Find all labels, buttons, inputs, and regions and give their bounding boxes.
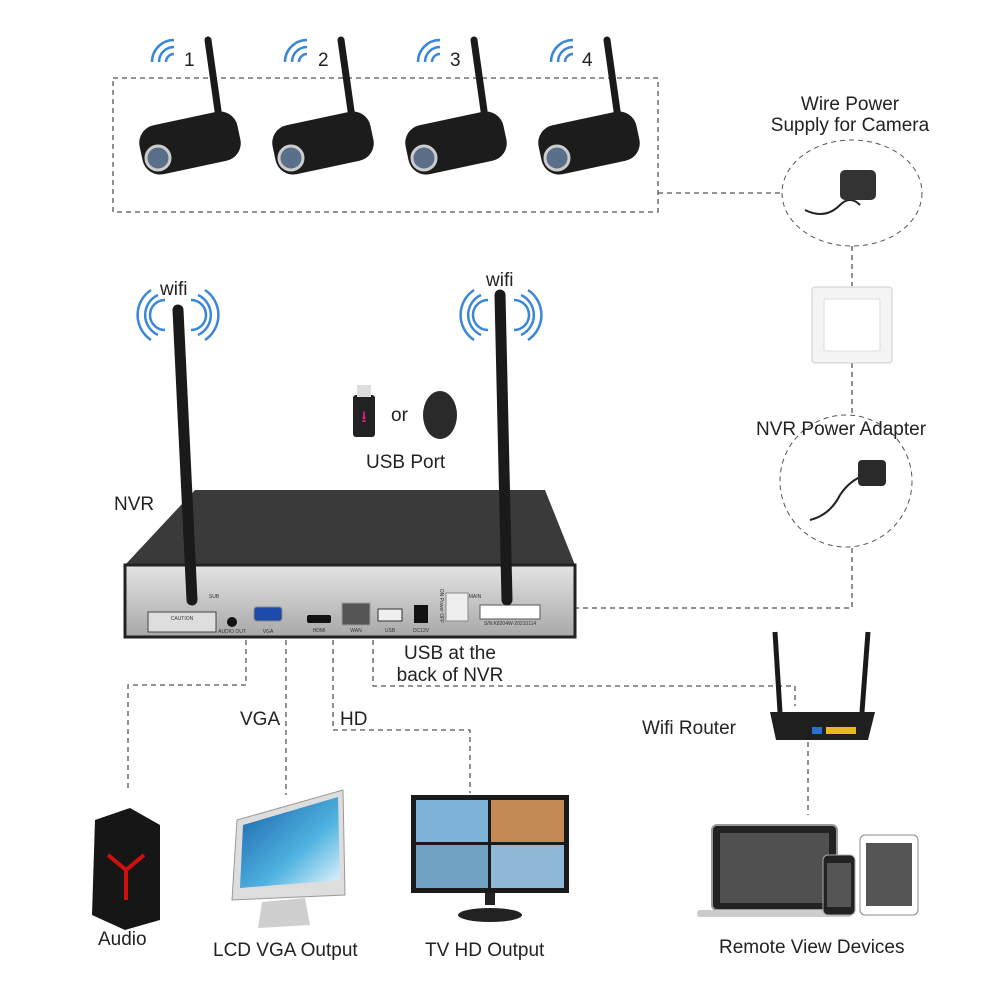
camera-4	[538, 36, 640, 175]
usb-port-caption: USB Port	[366, 452, 446, 473]
nvr-antenna-sub	[172, 304, 198, 606]
audio-pc-tower	[92, 808, 160, 930]
dc-power-port	[414, 605, 428, 623]
nvr-device: CAUTION AUDIO OUT VGA HDMI WAN USB DC12V…	[123, 289, 577, 639]
nvr-power-adapter-label: NVR Power Adapter	[756, 419, 927, 440]
wifi-router	[770, 631, 875, 740]
camera-number-4: 4	[582, 50, 593, 71]
audio-label: Audio	[98, 929, 147, 950]
camera-group-box	[112, 77, 659, 213]
main-antenna-label: MAIN	[469, 594, 482, 600]
connection-lines	[112, 77, 853, 815]
barcode-sticker	[479, 604, 541, 620]
tv-monitor	[411, 795, 569, 922]
power-switch-label: ON Power OFF	[438, 589, 444, 623]
vga-port	[253, 606, 283, 622]
camera-wifi-icons	[150, 38, 574, 63]
or-label: or	[391, 405, 408, 426]
hdmi-port-label: HDMI	[313, 628, 326, 634]
wan-port	[341, 602, 371, 626]
usb-back-label-line2: back of NVR	[396, 665, 504, 686]
nvr-wifi-icons	[136, 288, 543, 342]
nvr-power-adapter	[779, 414, 913, 548]
lcd-vga-output-label: LCD VGA Output	[213, 940, 358, 961]
audio-out-port	[227, 617, 237, 627]
cameras	[139, 36, 640, 175]
usb-back-label-line1: USB at the	[404, 643, 496, 664]
usb-stick	[353, 395, 375, 437]
camera-2	[272, 36, 374, 175]
wifi-label-left: wifi	[160, 279, 188, 300]
nvr-antenna-main	[494, 289, 513, 606]
remote-devices	[697, 824, 919, 917]
power-switch	[445, 592, 469, 622]
remote-view-devices-label: Remote View Devices	[719, 937, 905, 958]
wan-port-label: WAN	[350, 628, 362, 634]
usb-symbol-icon: ⭳	[361, 409, 367, 426]
vga-label: VGA	[240, 709, 281, 730]
usb-port	[377, 608, 403, 622]
nvr-label: NVR	[114, 494, 155, 515]
camera-3	[405, 36, 507, 175]
camera-number-1: 1	[184, 50, 195, 71]
camera-number-3: 3	[450, 50, 461, 71]
sub-antenna-label: SUB	[209, 594, 220, 600]
dc-port-label: DC12V	[413, 628, 430, 634]
wire-power-label-line2: Supply for Camera	[770, 115, 930, 136]
usb-port-label: USB	[385, 628, 396, 634]
hd-label: HD	[340, 709, 368, 730]
camera-number-2: 2	[318, 50, 329, 71]
hdmi-port	[307, 615, 331, 623]
camera-1	[139, 36, 241, 175]
lcd-monitor	[231, 789, 346, 928]
wifi-router-label: Wifi Router	[642, 718, 736, 739]
usb-mouse	[423, 391, 457, 439]
audio-out-port-label: AUDIO OUT	[218, 629, 246, 635]
tv-hd-output-label: TV HD Output	[425, 940, 545, 961]
serial-number: S/N:K8204W-20210114	[484, 621, 537, 627]
vga-port-label: VGA	[263, 629, 274, 635]
wire-power-label-line1: Wire Power	[800, 94, 900, 115]
wifi-label-right: wifi	[486, 270, 514, 291]
caution-label: CAUTION	[171, 616, 194, 622]
